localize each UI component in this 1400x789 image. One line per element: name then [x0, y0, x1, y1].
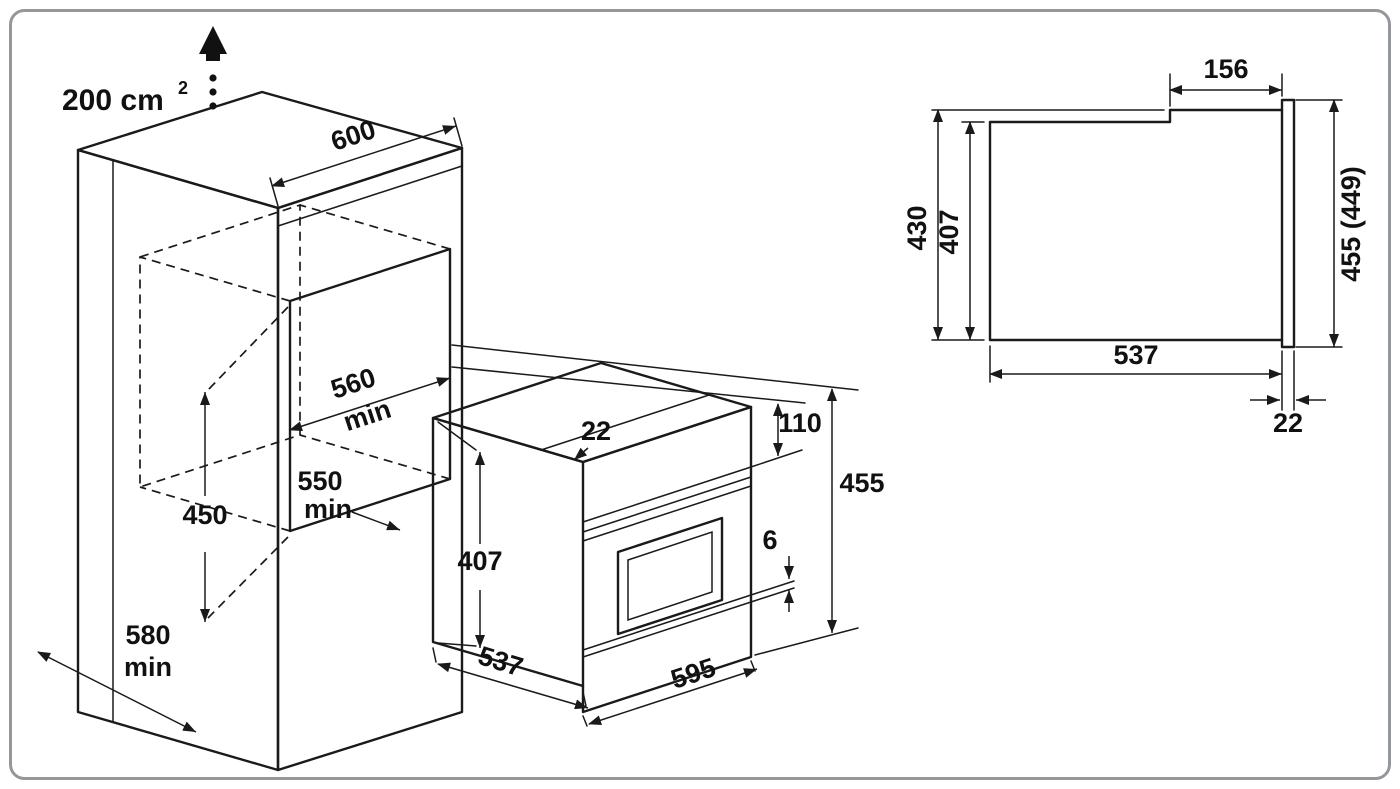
dim-oven-control-panel-height: 110	[451, 366, 822, 468]
vent-dot	[209, 102, 217, 110]
dim-side-front-height: 430	[902, 109, 1165, 341]
oven-door-window	[616, 516, 724, 636]
dimension-line	[437, 662, 589, 710]
page-border	[9, 9, 1391, 780]
extension-line	[582, 715, 588, 727]
extension-line	[453, 117, 463, 147]
oven-control-panel-line	[582, 466, 752, 523]
vent-dot	[209, 88, 217, 96]
dim-side-body-depth: 537	[989, 340, 1282, 383]
extension-line	[207, 536, 289, 619]
niche-hidden-edges	[139, 203, 451, 532]
side-front-height-label: 430	[902, 205, 932, 250]
extension-line	[432, 647, 437, 663]
niche-depth-qualifier: min	[304, 494, 352, 524]
leader-arrow	[351, 511, 401, 531]
projection-line	[451, 344, 859, 391]
side-door-fascia	[1280, 98, 1296, 349]
extension-line	[754, 627, 859, 656]
extension-line	[207, 306, 289, 391]
vent-area-label: 200 cm	[62, 84, 164, 117]
dimension-line	[37, 651, 197, 733]
niche-hidden-edge	[299, 204, 451, 250]
extension-line	[750, 580, 795, 596]
dim-oven-front-width: 595	[582, 652, 758, 727]
side-fascia-height-label: 455 (449)	[1336, 166, 1366, 282]
niche-hidden-edge	[139, 486, 291, 532]
dim-side-body-height: 407	[934, 121, 985, 340]
oven-front-fascia	[581, 405, 753, 714]
oven-body-height-label: 407	[457, 546, 502, 576]
extension-line	[437, 642, 477, 647]
oven-top-overlap-label: 22	[581, 416, 611, 446]
vent-arrow-icon	[199, 26, 227, 54]
niche-back-wall	[139, 203, 301, 489]
niche-hidden-edge	[139, 256, 291, 302]
dim-niche-height: 450	[182, 306, 289, 622]
oven-top-ridge	[540, 394, 710, 451]
side-body-depth-label: 537	[1113, 340, 1158, 370]
oven-door-bottom-edge	[582, 594, 752, 658]
dim-oven-body-height: 407	[437, 421, 503, 648]
dim-oven-bottom-gap: 6	[750, 525, 795, 612]
projection-line	[451, 366, 806, 404]
side-view	[988, 98, 1296, 349]
dim-niche-depth: 550 min	[297, 466, 401, 531]
cabinet-depth-label: 580	[125, 620, 170, 650]
dim-side-fascia-height: 455 (449)	[1295, 99, 1366, 348]
cabinet-depth-qualifier: min	[124, 652, 172, 682]
dimension-line	[588, 668, 758, 726]
oven-bottom-gap-label: 6	[762, 525, 777, 555]
oven-door-window-inner	[627, 530, 713, 622]
control-panel-height-label: 110	[778, 408, 822, 438]
niche-depth-label: 550	[297, 466, 342, 496]
dim-side-top-front-depth: 156	[1169, 54, 1283, 107]
niche-hidden-edge	[299, 434, 451, 480]
side-body-height-label: 407	[934, 209, 964, 254]
ventilation-indicator: 200 cm 2	[62, 26, 227, 117]
dim-cabinet-depth: 580 min	[37, 620, 197, 733]
side-body-outline	[988, 108, 1284, 342]
dimension-line	[289, 377, 451, 432]
niche-height-label: 450	[182, 500, 227, 530]
dimension-line	[271, 125, 457, 188]
vent-area-superscript: 2	[178, 78, 188, 98]
extension-line	[437, 421, 477, 451]
vent-arrow-stem	[206, 54, 220, 61]
dim-oven-top-overlap: 22	[573, 416, 611, 461]
oven-handle	[582, 476, 752, 542]
side-top-front-depth-label: 156	[1203, 54, 1248, 84]
dim-oven-front-height: 455	[451, 344, 885, 656]
oven-front-height-label: 455	[839, 468, 884, 498]
side-door-thickness-label: 22	[1273, 408, 1303, 438]
dim-side-door-thickness: 22	[1250, 350, 1326, 438]
vent-dot	[209, 74, 217, 82]
extension-line	[750, 449, 803, 468]
leader-arrow	[573, 447, 589, 461]
